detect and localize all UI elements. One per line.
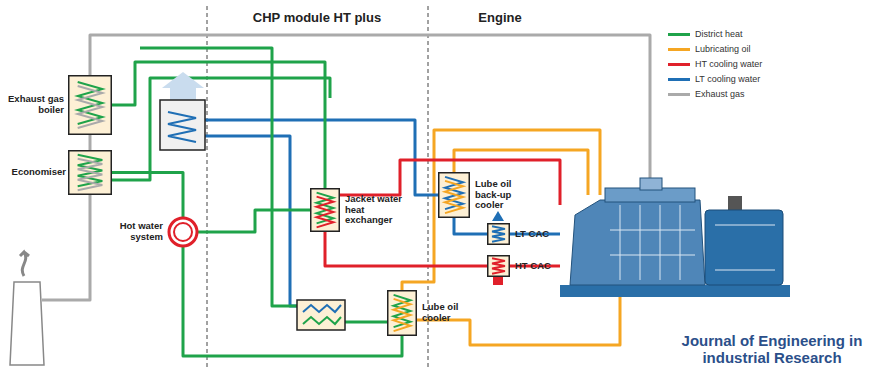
component-label: Jacket water heat exchanger [345, 194, 409, 227]
exchanger-symbol [387, 290, 417, 336]
ht-marker [493, 277, 503, 285]
legend-swatch [668, 33, 690, 36]
pipe-connector [112, 62, 325, 188]
legend-swatch [668, 93, 690, 96]
component-label: LT CAC [515, 229, 557, 240]
component-label: Lube oil back-up cooler [475, 179, 537, 212]
heat-exchanger-box: Jacket water heat exchanger [310, 188, 340, 232]
chimney-stack [10, 282, 44, 365]
exchanger-coil [303, 317, 341, 324]
lt-pipe [205, 120, 438, 195]
heat-exchanger-box: Lube oil back-up cooler [438, 172, 470, 218]
tank-circle: Hot water system [168, 217, 198, 247]
exchanger-body [297, 300, 345, 330]
exchanger-coil [492, 258, 505, 273]
legend-text: LT cooling water [695, 73, 760, 85]
lt-marker [492, 211, 504, 221]
pipe-connector [183, 247, 402, 356]
exchanger-coil [394, 299, 411, 331]
exchanger-symbol [487, 255, 510, 277]
air-cooler [160, 72, 205, 150]
heat-pipe [112, 78, 330, 180]
exchanger-coil [492, 226, 505, 241]
tank-symbol [168, 217, 198, 247]
exchanger-coil [303, 305, 341, 312]
tank-ring [174, 223, 192, 241]
exhaust-pipe [90, 35, 650, 190]
exchanger-symbol [68, 150, 112, 195]
exchanger-symbol [310, 188, 340, 232]
pipe-connector [112, 173, 183, 218]
component-label: Lube oil cooler [422, 302, 462, 324]
exchanger-body [69, 76, 112, 135]
legend-text: HT cooling water [695, 58, 762, 70]
legend-swatch [668, 63, 690, 66]
exchanger-coil [445, 181, 463, 213]
component-label: Hot water system [107, 221, 163, 243]
tank-ring [169, 218, 197, 246]
generator [705, 210, 783, 285]
pipe-connector [89, 135, 92, 150]
heat-exchanger-box: LT CAC [487, 223, 510, 245]
component-label: Exhaust gas boiler [4, 94, 64, 116]
exchanger-symbol [68, 75, 112, 135]
terminal-box [728, 196, 742, 210]
heat-pipe [140, 48, 297, 306]
exchanger-symbol [438, 172, 470, 218]
heat-pipe [345, 321, 387, 324]
exchanger-coil [78, 159, 103, 191]
component-label: Economiser [4, 167, 66, 178]
engine [560, 178, 790, 297]
section-heading: CHP module HT plus [253, 10, 381, 25]
oil-pipe [417, 292, 620, 345]
engine-skid [560, 285, 790, 297]
cooler-coil [168, 112, 196, 142]
engine-block [570, 200, 705, 285]
lt-pipe [205, 136, 297, 306]
heat-exchanger-box: Lube oil cooler [387, 290, 417, 336]
exchanger-coil [78, 86, 103, 128]
exhaust-pipe [42, 195, 90, 300]
legend-text: Exhaust gas [695, 88, 745, 100]
chimney [10, 252, 44, 365]
legend-swatch [668, 78, 690, 81]
turbocharger [640, 178, 662, 190]
pipe-connector [198, 210, 310, 232]
legend-text: Lubricating oil [695, 43, 751, 55]
engine-detail [610, 205, 775, 280]
exchanger-coil [317, 197, 334, 228]
exchanger-body [388, 291, 417, 336]
pipe-connector [325, 232, 487, 266]
heat-exchanger-box: Exhaust gas boiler [68, 75, 112, 135]
pipe-connector [454, 218, 487, 234]
pipes [42, 35, 650, 345]
cooler-housing [160, 100, 205, 150]
bottom-heat-exchanger [297, 300, 345, 330]
watermark: Journal of Engineering in industrial Res… [678, 333, 866, 366]
exchanger-body [488, 256, 510, 277]
component-label: HT CAC [515, 261, 557, 272]
exchanger-body [439, 173, 470, 218]
heat-exchanger-box: HT CAC [487, 255, 510, 277]
smoke-arrow [20, 252, 29, 276]
legend-swatch [668, 48, 690, 51]
exchanger-body [311, 189, 340, 232]
exchanger-body [69, 151, 112, 195]
legend-text: District heat [695, 28, 743, 40]
oil-pipe [454, 150, 588, 195]
air-arrow [162, 72, 204, 100]
exchanger-symbol [487, 223, 510, 245]
heat-exchanger-box: Economiser [68, 150, 112, 195]
exchanger-body [488, 224, 510, 245]
section-heading: Engine [478, 10, 521, 25]
